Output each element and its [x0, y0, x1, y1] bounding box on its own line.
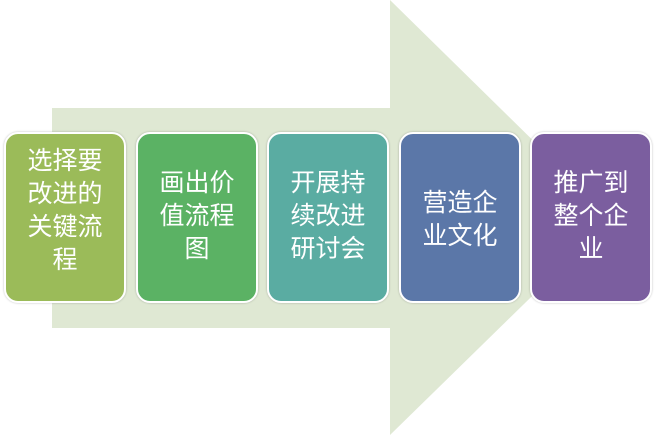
step-4-box: 营造企业文化 — [399, 132, 521, 303]
step-3-label: 开展持续改进研讨会 — [290, 168, 366, 263]
step-3-box: 开展持续改进研讨会 — [267, 132, 389, 303]
step-1-box: 选择要改进的关键流程 — [4, 132, 126, 303]
step-4-label: 营造企业文化 — [422, 188, 498, 250]
step-2-box: 画出价值流程图 — [136, 132, 258, 303]
step-1-label: 选择要改进的关键流程 — [27, 146, 103, 274]
step-2-label: 画出价值流程图 — [159, 168, 235, 263]
step-5-label: 推广到整个企业 — [553, 168, 629, 263]
step-5-box: 推广到整个企业 — [530, 132, 652, 303]
